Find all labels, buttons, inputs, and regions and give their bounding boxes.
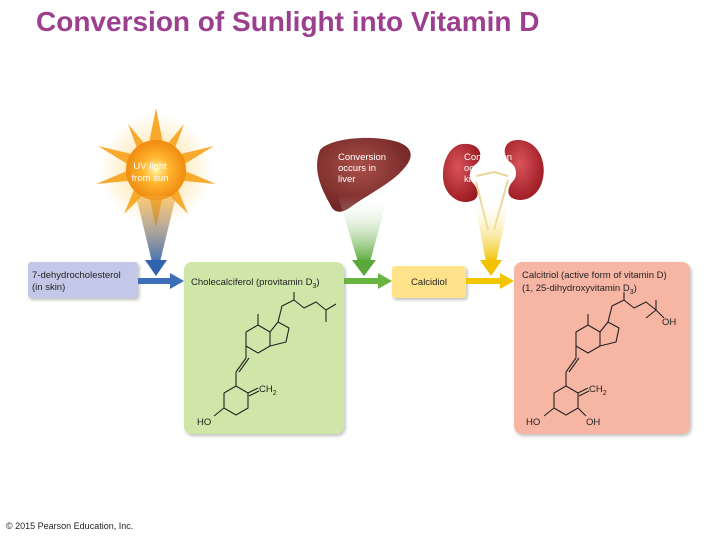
liver-label-line1: Conversion xyxy=(338,152,386,163)
kidney-label-line2: occurs in xyxy=(464,163,502,174)
ch2-label-left: CH2 xyxy=(259,384,277,397)
uv-beam xyxy=(136,196,176,262)
sun-icon: UV light from sun xyxy=(96,108,216,228)
liver-label-line3: liver xyxy=(338,174,355,185)
page-title: Conversion of Sunlight into Vitamin D xyxy=(36,6,540,37)
liver-beam xyxy=(338,196,388,262)
liver-label-line2: occurs in xyxy=(338,163,376,174)
arrow-calcidiol-to-calcitriol xyxy=(466,273,514,289)
oh-label-bottom: OH xyxy=(586,417,600,428)
sun-label-line1: UV light xyxy=(133,161,167,172)
kidney-beam xyxy=(474,198,510,262)
sun-label-line2: from sun xyxy=(132,173,169,184)
calcidiol-label: Calcidiol xyxy=(411,277,447,288)
calcitriol-label-line2: (1, 25-dihydroxyvitamin D3) xyxy=(522,283,637,296)
kidney-label-line1: Conversion xyxy=(464,152,512,163)
arrow-cholecalciferol-to-calcidiol xyxy=(344,273,392,289)
skin-box xyxy=(28,262,138,298)
calcidiol-box xyxy=(392,266,466,298)
copyright-notice: © 2015 Pearson Education, Inc. xyxy=(6,521,134,531)
ho-label-left: HO xyxy=(197,417,211,428)
uv-arrowhead xyxy=(145,260,167,276)
calcitriol-label-line1: Calcitriol (active form of vitamin D) xyxy=(522,270,667,281)
skin-box-line2: (in skin) xyxy=(32,282,65,293)
cholecalciferol-structure: CH2 HO xyxy=(197,292,337,428)
ho-label-right: HO xyxy=(526,417,540,428)
calcitriol-structure: OH CH2 HO OH xyxy=(526,292,676,428)
ch2-label-right: CH2 xyxy=(589,384,607,397)
liver-arrowhead xyxy=(352,260,376,276)
cholecalciferol-label: Cholecalciferol (provitamin D3) xyxy=(191,277,320,290)
skin-box-line1: 7-dehydrocholesterol xyxy=(32,270,121,281)
liver-icon: Conversion occurs in liver xyxy=(317,137,411,212)
cholecalciferol-box xyxy=(184,262,344,434)
kidney-label-line3: kidneys xyxy=(464,174,496,185)
oh-label-top: OH xyxy=(662,317,676,328)
kidney-arrowhead xyxy=(480,260,502,276)
arrow-skin-to-cholecalciferol xyxy=(138,273,184,289)
